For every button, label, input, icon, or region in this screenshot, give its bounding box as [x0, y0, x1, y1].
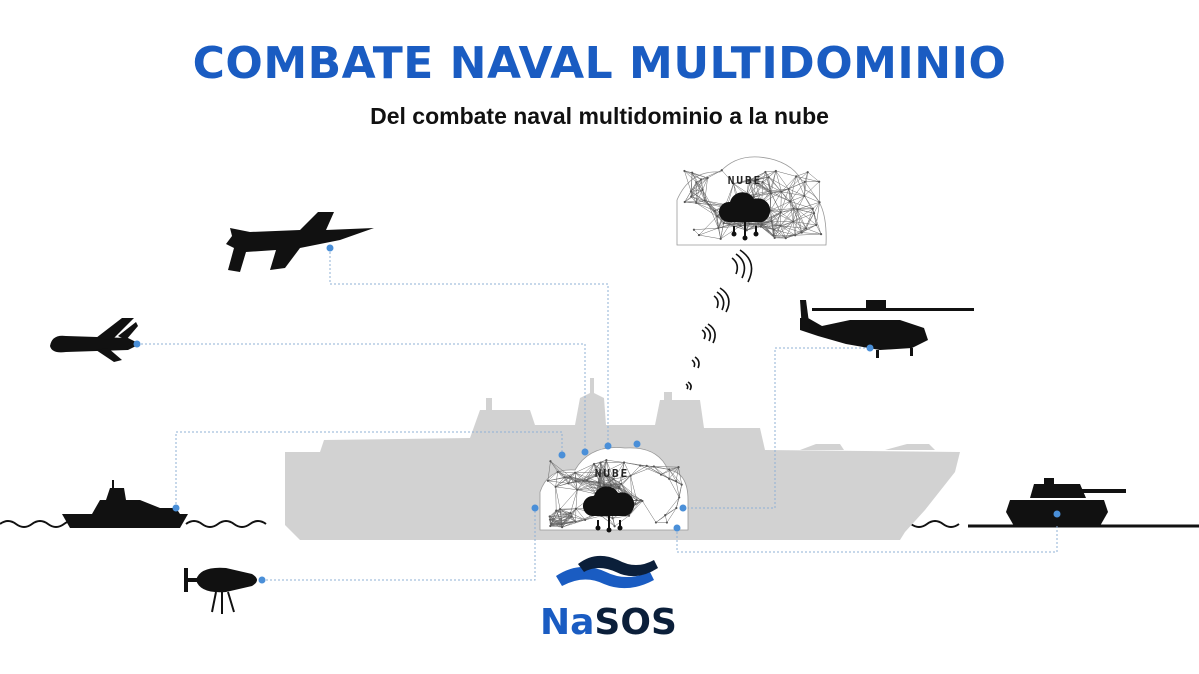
logo-text-na: Na — [540, 602, 594, 643]
page-subtitle: Del combate naval multidominio a la nube — [370, 103, 829, 129]
underwater-drone-icon — [184, 567, 257, 614]
connector-lines — [137, 248, 1058, 581]
ship-cloud-label: NUBE — [595, 467, 630, 480]
drone-icon — [50, 318, 140, 362]
logo-text-sos: SOS — [594, 602, 676, 643]
ship-cloud: NUBE — [539, 447, 689, 533]
page-title: COMBATE NAVAL MULTIDOMINIO — [192, 38, 1007, 89]
nasos-logo: NaSOS — [540, 555, 677, 643]
patrol-boat-icon — [62, 480, 188, 528]
cloud-network-icon — [582, 486, 635, 533]
fighter-jet-icon — [226, 212, 374, 272]
cloud-network-icon — [718, 192, 771, 241]
top-cloud: NUBE — [676, 156, 827, 246]
helicopter-icon — [800, 300, 974, 358]
wireless-signal-icon — [685, 249, 753, 391]
tank-icon — [1006, 478, 1126, 526]
svg-text:NaSOS: NaSOS — [540, 602, 677, 643]
top-cloud-label: NUBE — [728, 174, 763, 187]
connector-dots — [133, 244, 1061, 584]
